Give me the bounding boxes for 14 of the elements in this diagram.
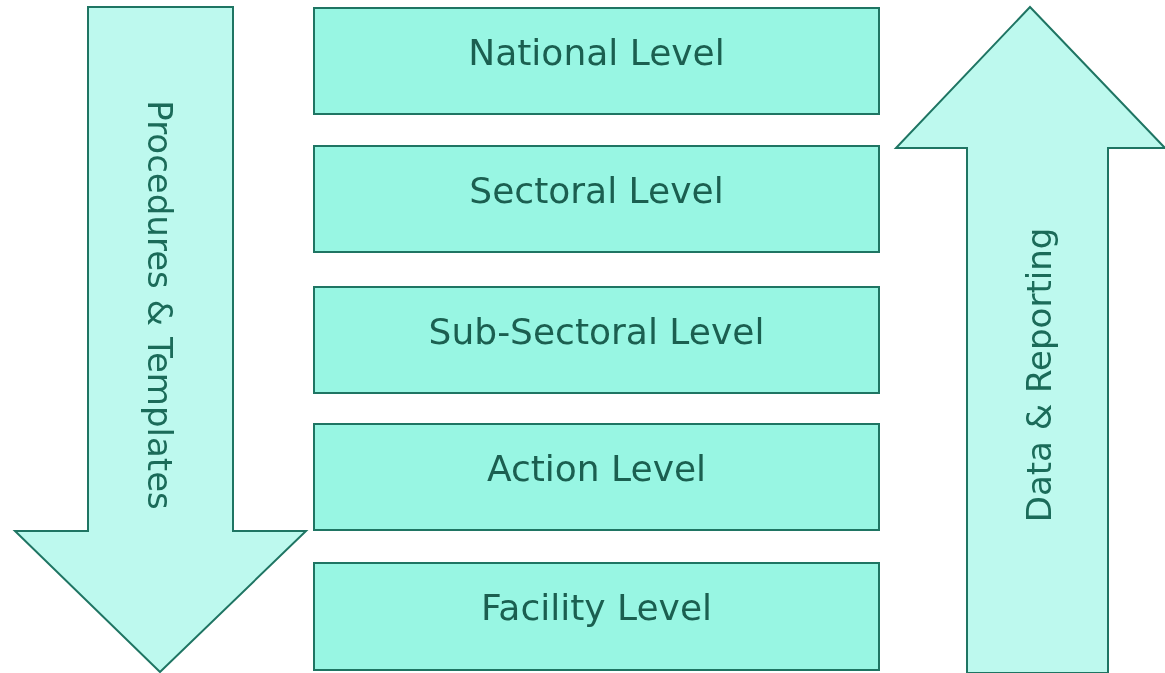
level-box	[313, 562, 880, 671]
level-box	[313, 286, 880, 394]
down-block-arrow	[15, 7, 306, 673]
arrow-label: Procedures & Templates	[140, 100, 180, 510]
level-label: Facility Level	[480, 587, 713, 628]
up-block-arrow	[896, 7, 1165, 673]
level-label: National Level	[468, 31, 725, 73]
level-label: Action Level	[486, 447, 707, 489]
level-label: Sectoral Level	[469, 169, 724, 211]
arrow-label: Data & Reporting	[1019, 227, 1059, 523]
level-box	[313, 423, 880, 531]
level-box	[313, 145, 880, 253]
level-box	[313, 7, 880, 115]
level-label: Sub-Sectoral Level	[428, 310, 765, 352]
